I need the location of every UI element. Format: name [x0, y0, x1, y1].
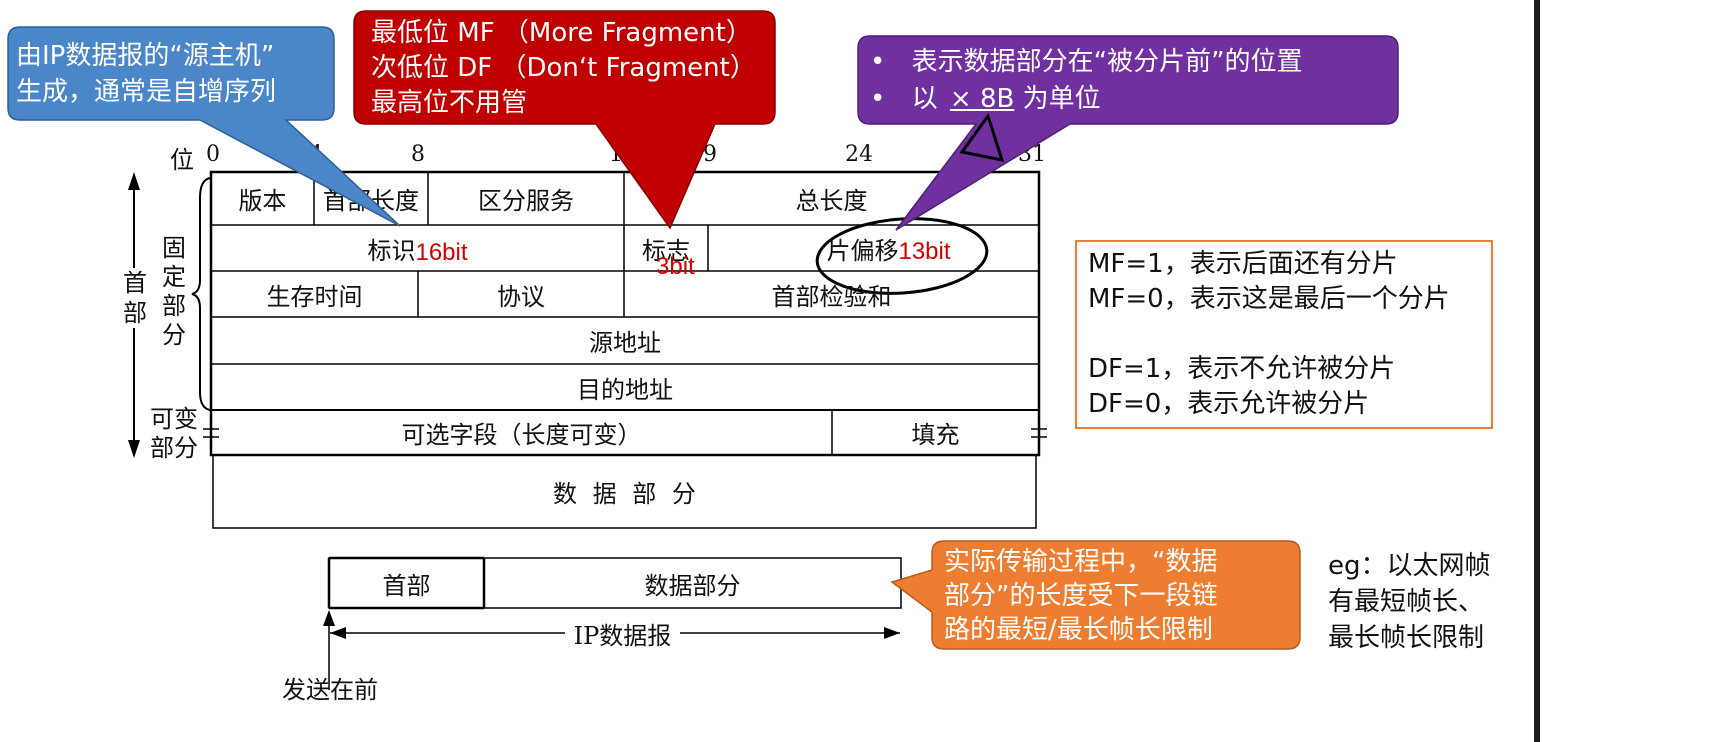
cell-flags: 标志	[642, 236, 690, 265]
callout-red-line3: 最高位不用管	[371, 88, 528, 118]
send-first-label: 发送在前	[282, 676, 378, 704]
cell-time-to-live: 生存时间	[266, 282, 363, 311]
callout-purple: • 表示数据部分在“被分片前”的位置 • 以 × 8B 为单位	[870, 44, 1303, 118]
callout-orange-shape	[890, 540, 1301, 650]
callout-purple-line2-suffix: 为单位	[1022, 84, 1101, 114]
callout-red: 最低位 MF （More Fragment） 次低位 DF （Don‘t Fra…	[371, 16, 756, 121]
callout-blue-line2: 生成，通常是自增序列	[16, 77, 277, 107]
callout-purple-item1: • 表示数据部分在“被分片前”的位置	[870, 44, 1303, 81]
fragment-offset-bits: 13bit	[898, 238, 951, 265]
callout-purple-line2-unit: × 8B	[949, 84, 1015, 114]
callout-blue-line1: 由IP数据报的“源主机”	[16, 41, 275, 71]
cell-identification: 标识 16bit	[211, 225, 624, 271]
cell-options: 可选字段（长度可变）	[401, 421, 642, 449]
flags-bits: 3bit	[656, 253, 695, 280]
callout-orange-line1: 实际传输过程中，“数据	[944, 547, 1218, 577]
cell-destination-address: 目的地址	[577, 375, 673, 404]
callout-blue: 由IP数据报的“源主机” 生成，通常是自增序列	[16, 38, 276, 110]
cell-protocol: 协议	[497, 282, 545, 311]
note-df0: DF=0，表示允许被分片	[1088, 389, 1370, 419]
cell-data-part: 数 据 部 分	[553, 480, 696, 508]
handwritten-caret	[959, 112, 1005, 162]
bit-tick-24: 24	[845, 142, 873, 167]
callout-orange-line2: 部分”的长度受下一段链	[944, 581, 1218, 611]
eg-note-line1: eg：以太网帧	[1328, 551, 1491, 581]
variable-part-label: 可变 部分	[150, 405, 198, 463]
eg-note: eg：以太网帧 有最短帧长、 最长帧长限制	[1328, 548, 1491, 656]
bit-position-label: 位	[170, 146, 194, 174]
fixed-part-label: 固定部分	[162, 234, 186, 349]
cell-version: 版本	[238, 187, 287, 215]
callout-red-line1: 最低位 MF （More Fragment）	[371, 18, 752, 48]
cell-differentiated-services: 区分服务	[478, 187, 574, 215]
flag-notes-border	[1075, 240, 1493, 429]
flag-notes: MF=1，表示后面还有分片 MF=0，表示这是最后一个分片 DF=1，表示不允许…	[1088, 247, 1450, 422]
variable-part-line2: 部分	[150, 434, 198, 462]
callout-purple-line2-prefix: 以	[911, 84, 938, 114]
cell-header-checksum: 首部检验和	[771, 282, 892, 311]
identification-bits: 16bit	[415, 239, 468, 266]
bit-tick-0: 0	[206, 142, 220, 167]
cell-fragment-offset: 片偏移 13bit	[708, 225, 1039, 271]
fragment-offset-label: 片偏移	[826, 236, 899, 265]
bullet-icon: •	[870, 84, 886, 114]
packet-caption: IP数据报	[573, 621, 672, 650]
cell-total-length: 总长度	[795, 187, 868, 215]
callout-purple-line1: 表示数据部分在“被分片前”的位置	[911, 47, 1303, 77]
note-mf0: MF=0，表示这是最后一个分片	[1088, 284, 1450, 314]
note-df1: DF=1，表示不允许被分片	[1088, 354, 1396, 384]
callout-orange: 实际传输过程中，“数据 部分”的长度受下一段链 路的最短/最长帧长限制	[944, 545, 1217, 647]
identification-label: 标识	[367, 236, 416, 265]
cell-source-address: 源地址	[589, 329, 661, 357]
callout-purple-shape	[857, 35, 1399, 231]
eg-note-line3: 最长帧长限制	[1328, 623, 1485, 653]
cell-padding: 填充	[911, 421, 960, 449]
callout-blue-shape	[7, 26, 401, 227]
note-mf1: MF=1，表示后面还有分片	[1088, 249, 1398, 279]
eg-note-line2: 有最短帧长、	[1328, 587, 1485, 617]
callout-red-line2: 次低位 DF （Don‘t Fragment）	[371, 53, 756, 83]
bullet-icon: •	[870, 47, 886, 77]
callout-orange-line3: 路的最短/最长帧长限制	[944, 615, 1213, 645]
header-side-label: 首部	[123, 268, 147, 328]
window-edge	[1534, 0, 1540, 742]
variable-part-line1: 可变	[150, 405, 198, 433]
callout-red-shape	[353, 10, 776, 230]
packet-data: 数据部分	[644, 571, 741, 600]
packet-header: 首部	[382, 571, 431, 600]
callout-purple-item2: • 以 × 8B 为单位	[870, 81, 1303, 118]
bit-tick-8: 8	[411, 142, 425, 167]
